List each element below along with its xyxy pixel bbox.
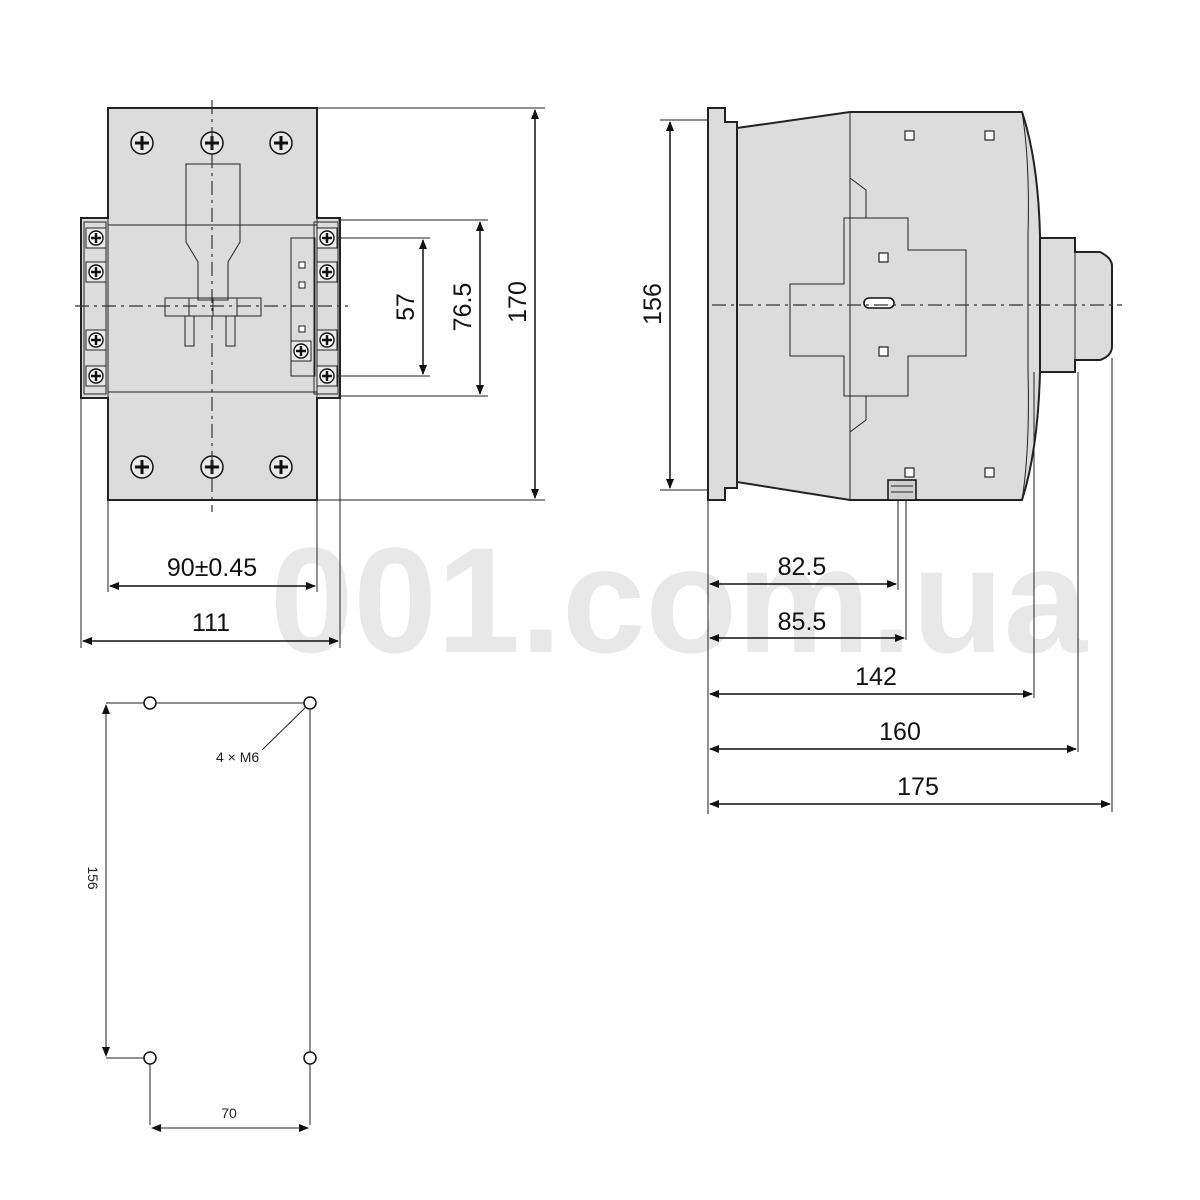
terminal-screw-icon <box>84 260 108 284</box>
dim-70-label: 70 <box>221 1105 237 1121</box>
dim-mount-156-label: 156 <box>85 866 101 890</box>
screw-icon <box>129 130 155 156</box>
mounting-pattern: 4 × M6 156 70 <box>85 696 317 1132</box>
dim-142-label: 142 <box>855 663 897 691</box>
terminal-screw-icon <box>289 339 313 363</box>
mount-hole-icon <box>143 696 157 710</box>
mount-hole-icon <box>303 696 317 710</box>
dim-90-label: 90±0.45 <box>167 554 257 582</box>
dim-85-5-label: 85.5 <box>778 608 827 636</box>
side-view: 156 82.5 85.5 142 160 175 <box>639 107 1122 814</box>
front-view-body <box>80 107 341 501</box>
side-view-body <box>707 107 1113 501</box>
dim-76-5-label: 76.5 <box>449 283 477 332</box>
terminal-screw-icon <box>315 226 339 250</box>
terminal-screw-icon <box>315 328 339 352</box>
dim-111-label: 111 <box>192 609 230 637</box>
watermark: 001.com.ua <box>270 516 1089 684</box>
mount-hole-icon <box>143 1051 157 1065</box>
hole-callout-label: 4 × M6 <box>216 749 259 765</box>
screw-icon <box>268 454 294 480</box>
terminal-screw-icon <box>84 226 108 250</box>
screw-icon <box>268 130 294 156</box>
dim-57-label: 57 <box>392 293 420 321</box>
screw-icon <box>129 454 155 480</box>
dim-160-label: 160 <box>879 718 921 746</box>
terminal-screw-icon <box>84 328 108 352</box>
dim-175-label: 175 <box>897 773 939 801</box>
dim-82-5-label: 82.5 <box>778 553 827 581</box>
dim-170-label: 170 <box>504 281 532 323</box>
dim-156-label: 156 <box>639 283 667 325</box>
terminal-screw-icon <box>84 364 108 388</box>
front-view: 57 76.5 170 90±0.45 111 <box>75 100 545 648</box>
mount-hole-icon <box>303 1051 317 1065</box>
terminal-screw-icon <box>315 364 339 388</box>
terminal-screw-icon <box>315 260 339 284</box>
